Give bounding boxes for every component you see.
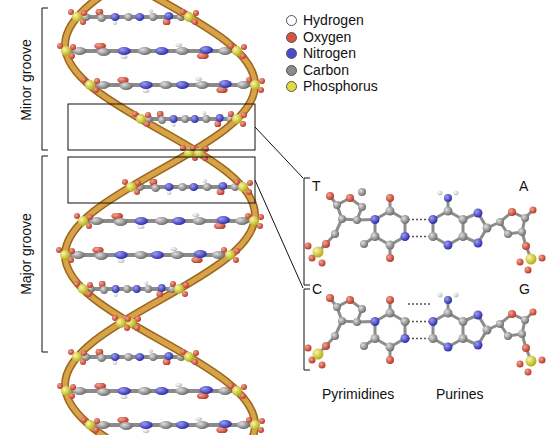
base-letter: C bbox=[312, 281, 322, 297]
base-letter: G bbox=[519, 281, 530, 297]
legend-text: Oxygen bbox=[303, 29, 351, 45]
group-label: Purines bbox=[436, 386, 483, 402]
group-label: Pyrimidines bbox=[322, 386, 394, 402]
base-letter: T bbox=[312, 178, 321, 194]
legend-swatch bbox=[286, 48, 297, 59]
groove-label: Minor groove bbox=[18, 39, 34, 121]
legend-swatch bbox=[286, 65, 297, 76]
groove-label: Major groove bbox=[18, 213, 34, 295]
legend-text: Carbon bbox=[303, 62, 349, 78]
legend-text: Phosphorus bbox=[303, 78, 378, 94]
base-letter: A bbox=[519, 178, 528, 194]
legend-text: Hydrogen bbox=[303, 12, 364, 28]
legend-swatch bbox=[286, 32, 297, 43]
legend-swatch bbox=[286, 15, 297, 26]
legend-swatch bbox=[286, 81, 297, 92]
legend-text: Nitrogen bbox=[303, 45, 356, 61]
